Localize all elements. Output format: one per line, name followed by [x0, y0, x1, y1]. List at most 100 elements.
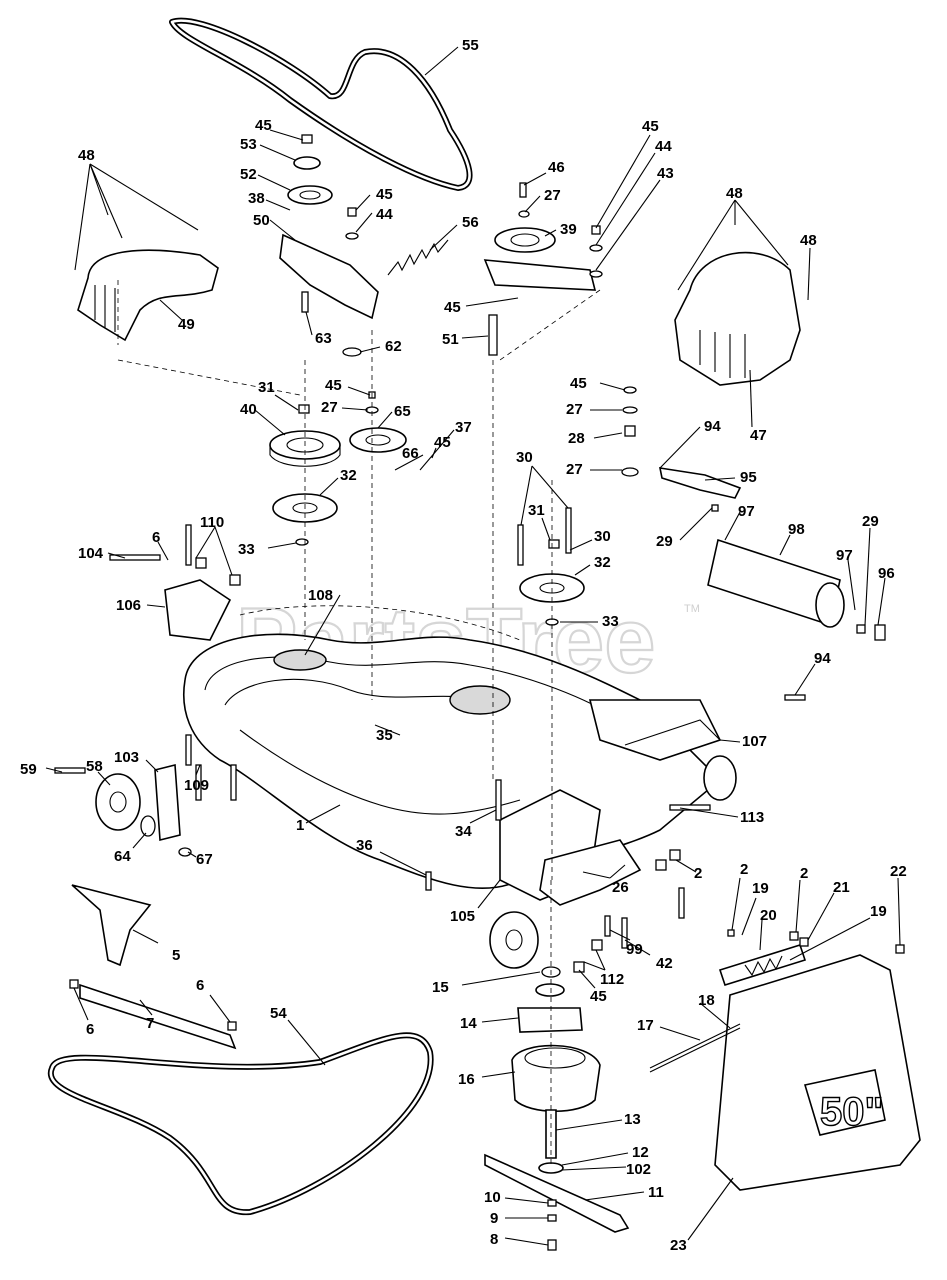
label-58[interactable]: 58	[86, 758, 103, 775]
label-30[interactable]: 30	[594, 528, 611, 545]
gauge-wheel-107[interactable]	[624, 719, 737, 801]
label-112[interactable]: 112	[600, 971, 624, 988]
label-59[interactable]: 59	[20, 761, 37, 778]
label-45[interactable]: 45	[642, 118, 659, 135]
label-53[interactable]: 53	[240, 136, 257, 153]
label-55[interactable]: 55	[462, 37, 479, 54]
label-5[interactable]: 5	[172, 947, 180, 964]
label-105[interactable]: 105	[450, 908, 475, 925]
label-35[interactable]: 35	[376, 727, 393, 744]
housing-16[interactable]	[511, 1044, 601, 1113]
rod-17[interactable]	[649, 1023, 741, 1073]
label-30[interactable]: 30	[516, 449, 533, 466]
label-63[interactable]: 63	[315, 330, 332, 347]
label-42[interactable]: 42	[656, 955, 673, 972]
label-2[interactable]: 2	[800, 865, 808, 882]
label-39[interactable]: 39	[560, 221, 577, 238]
label-49[interactable]: 49	[178, 316, 195, 333]
label-19[interactable]: 19	[752, 880, 769, 897]
label-46[interactable]: 46	[548, 159, 565, 176]
idler-pulley-52[interactable]	[287, 185, 333, 205]
idler-bracket-50[interactable]	[279, 233, 379, 320]
belt-54[interactable]	[47, 1032, 434, 1216]
label-48[interactable]: 48	[726, 185, 743, 202]
bar-7[interactable]	[79, 983, 237, 1050]
label-104[interactable]: 104	[78, 545, 104, 562]
label-108[interactable]: 108	[308, 587, 333, 604]
label-64[interactable]: 64	[114, 848, 131, 865]
label-56[interactable]: 56	[462, 214, 479, 231]
label-109[interactable]: 109	[184, 777, 209, 794]
wheel-15-area[interactable]	[489, 911, 539, 969]
label-113[interactable]: 113	[740, 809, 764, 826]
label-7[interactable]: 7	[146, 1015, 154, 1032]
pulley-39[interactable]	[483, 227, 597, 291]
label-27[interactable]: 27	[566, 401, 583, 418]
label-54[interactable]: 54	[270, 1005, 287, 1022]
label-33[interactable]: 33	[602, 613, 619, 630]
label-36[interactable]: 36	[356, 837, 373, 854]
label-45[interactable]: 45	[444, 299, 461, 316]
label-11[interactable]: 11	[648, 1184, 664, 1201]
label-32[interactable]: 32	[594, 554, 611, 571]
chute-23[interactable]: 50"	[714, 954, 921, 1191]
bracket-106[interactable]	[164, 579, 232, 641]
label-26[interactable]: 26	[612, 879, 629, 896]
pulley-65[interactable]	[349, 427, 407, 453]
label-97[interactable]: 97	[836, 547, 853, 564]
gauge-wheel-58[interactable]	[95, 773, 141, 831]
spring-56[interactable]	[387, 239, 449, 276]
label-110[interactable]: 110	[200, 514, 224, 531]
label-12[interactable]: 12	[632, 1144, 649, 1161]
label-2[interactable]: 2	[694, 865, 702, 882]
label-15[interactable]: 15	[432, 979, 449, 996]
label-45[interactable]: 45	[590, 988, 607, 1005]
label-34[interactable]: 34	[455, 823, 472, 840]
label-21[interactable]: 21	[833, 879, 850, 896]
bracket-103[interactable]	[154, 763, 181, 842]
shield-49[interactable]	[77, 249, 219, 342]
label-48[interactable]: 48	[800, 232, 817, 249]
label-18[interactable]: 18	[698, 992, 715, 1009]
shaft-13[interactable]	[538, 1109, 564, 1174]
label-19[interactable]: 19	[870, 903, 887, 920]
label-97[interactable]: 97	[738, 503, 755, 520]
label-2[interactable]: 2	[740, 861, 748, 878]
label-1[interactable]: 1	[296, 817, 304, 834]
label-52[interactable]: 52	[240, 166, 257, 183]
bracket-5[interactable]	[71, 884, 152, 967]
label-45[interactable]: 45	[255, 117, 272, 134]
label-10[interactable]: 10	[484, 1189, 501, 1206]
label-13[interactable]: 13	[624, 1111, 641, 1128]
label-96[interactable]: 96	[878, 565, 895, 582]
label-43[interactable]: 43	[657, 165, 674, 182]
label-31[interactable]: 31	[258, 379, 275, 396]
label-9[interactable]: 9	[490, 1210, 498, 1227]
label-27[interactable]: 27	[321, 399, 338, 416]
label-33[interactable]: 33	[238, 541, 255, 558]
washer-53[interactable]	[293, 156, 321, 170]
label-103[interactable]: 103	[114, 749, 139, 766]
link-95[interactable]	[658, 467, 742, 499]
label-8[interactable]: 8	[490, 1231, 498, 1248]
label-47[interactable]: 47	[750, 427, 767, 444]
label-98[interactable]: 98	[788, 521, 805, 538]
label-45[interactable]: 45	[376, 186, 393, 203]
spindle-14[interactable]	[517, 983, 583, 1033]
label-94[interactable]: 94	[704, 418, 721, 435]
label-23[interactable]: 23	[670, 1237, 687, 1254]
label-44[interactable]: 44	[655, 138, 672, 155]
label-29[interactable]: 29	[862, 513, 879, 530]
label-67[interactable]: 67	[196, 851, 213, 868]
label-45[interactable]: 45	[325, 377, 342, 394]
label-6[interactable]: 6	[152, 529, 160, 546]
chute-bracket-20[interactable]	[718, 944, 807, 986]
label-94[interactable]: 94	[814, 650, 831, 667]
label-31[interactable]: 31	[528, 502, 545, 519]
shield-47[interactable]	[674, 251, 801, 386]
label-62[interactable]: 62	[385, 338, 402, 355]
label-28[interactable]: 28	[568, 430, 585, 447]
label-6[interactable]: 6	[196, 977, 204, 994]
label-50[interactable]: 50	[253, 212, 270, 229]
label-32[interactable]: 32	[340, 467, 357, 484]
